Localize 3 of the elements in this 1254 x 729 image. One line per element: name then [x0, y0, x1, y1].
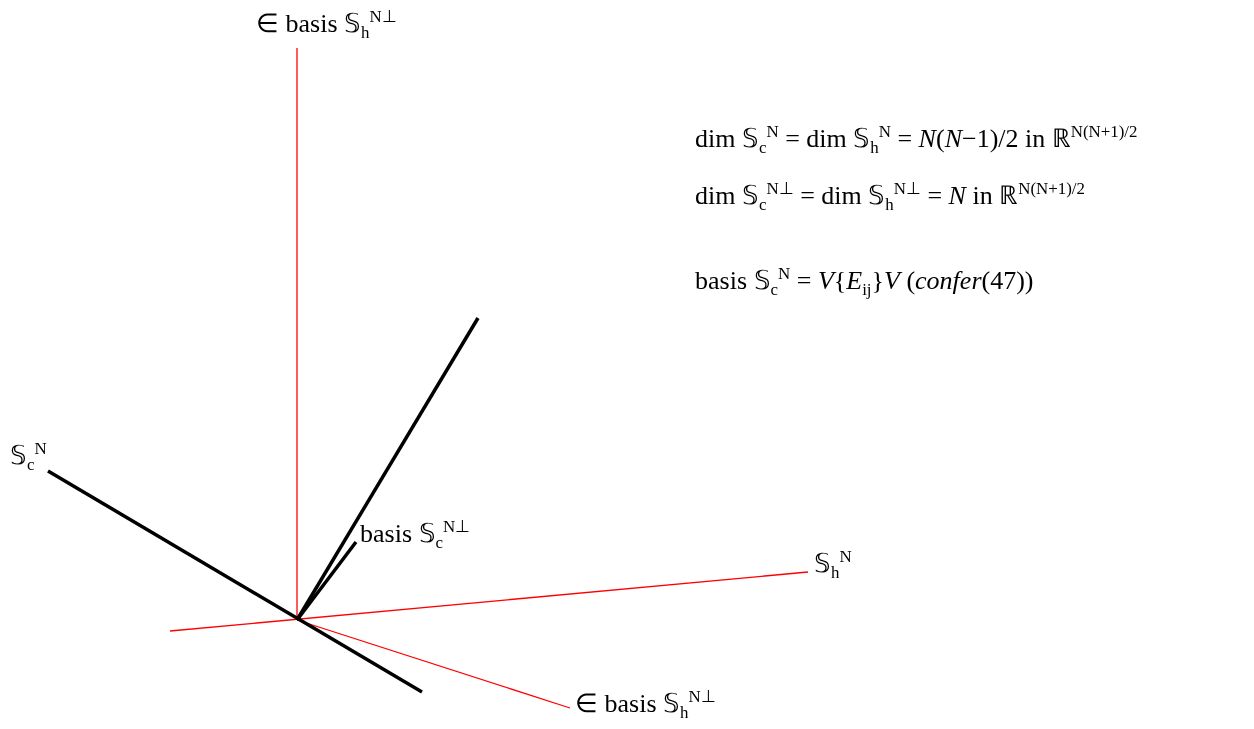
- equation: dim 𝕊$_{c}$$^{N}$ = dim 𝕊$_{h}$$^{N}$ = N(N−1)/2 in ℝ$^{N(N+1)/2}$: [695, 123, 1138, 158]
- equation: dim 𝕊$_{c}$$^{N⊥}$ = dim 𝕊$_{h}$$^{N⊥}$ = N in ℝ$^{N(N+1)/2}$: [695, 180, 1085, 215]
- equation: basis 𝕊$_{c}$$^{N}$ = V{E$_{ij}$}V (confer(47)): [695, 265, 1034, 300]
